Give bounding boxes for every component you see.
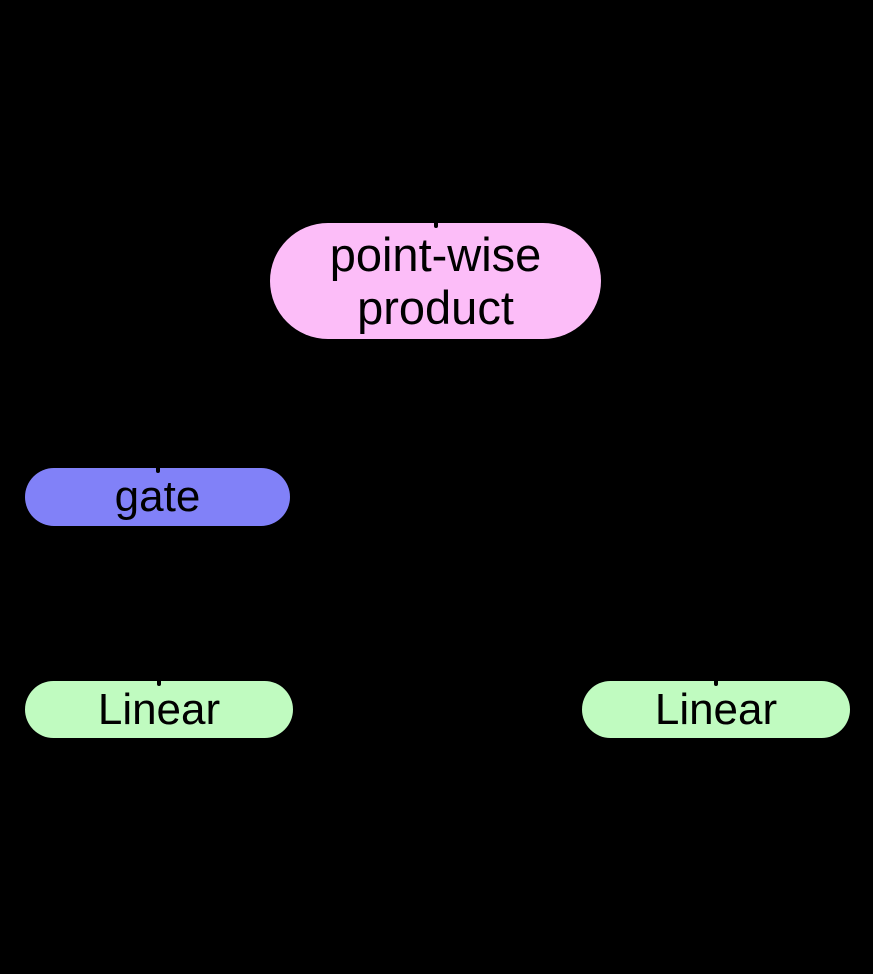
arrow-stub-icon (157, 680, 161, 686)
arrow-stub-icon (714, 680, 718, 686)
node-point-wise-product: point-wise product (270, 222, 601, 339)
node-gate: gate (25, 467, 290, 526)
node-linear-right: Linear (582, 680, 850, 738)
node-point-wise-product-label: point-wise product (329, 228, 542, 334)
arrow-stub-icon (433, 222, 438, 228)
arrow-stub-icon (155, 467, 160, 473)
node-linear-left: Linear (25, 680, 293, 738)
node-gate-label: gate (114, 472, 201, 521)
node-linear-left-label: Linear (97, 684, 221, 734)
node-linear-right-label: Linear (654, 684, 778, 734)
